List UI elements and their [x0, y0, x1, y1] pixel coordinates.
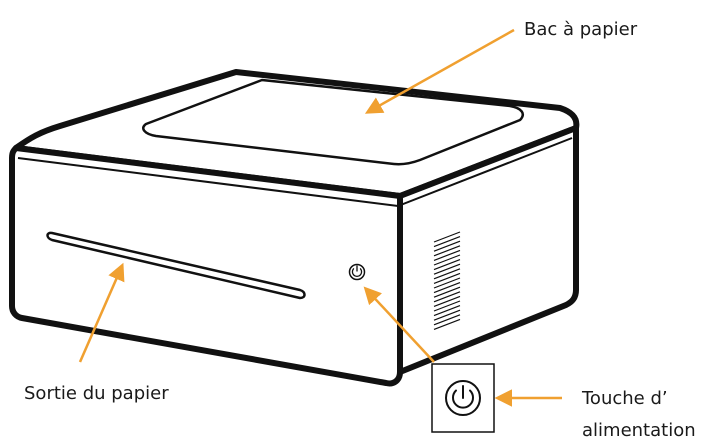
arrow-paper-tray	[364, 28, 515, 114]
grille-slat	[433, 291, 461, 303]
grille-slat	[433, 254, 461, 266]
label-paper-tray: Bac à papier	[524, 19, 638, 40]
grille-slat	[433, 300, 461, 312]
grille-slat	[433, 231, 461, 243]
grille-slat	[433, 263, 461, 275]
grille-slat	[433, 282, 461, 294]
grille-slat	[433, 314, 461, 326]
grille-slat	[433, 272, 461, 284]
power-button-on-printer[interactable]	[348, 263, 366, 281]
ventilation-grille	[433, 231, 461, 330]
grille-slat	[433, 277, 461, 289]
paper-tray-shape	[142, 78, 524, 166]
grille-slat	[433, 249, 461, 261]
grille-slat	[433, 295, 461, 307]
grille-slat	[433, 236, 461, 248]
power-button-inset	[431, 363, 495, 433]
arrow-paper-output	[78, 262, 125, 363]
printer-front-face	[9, 145, 403, 387]
grille-slat	[433, 268, 461, 280]
printer-top-rim	[17, 137, 573, 208]
label-paper-output: Sortie du papier	[24, 383, 169, 404]
grille-slat	[433, 305, 461, 317]
arrow-power-button	[363, 286, 435, 363]
grille-slat	[433, 318, 461, 330]
printer	[9, 69, 580, 387]
label-power-button-line1: Touche d’	[581, 388, 668, 409]
paper-output-slot	[46, 231, 306, 300]
grille-slat	[433, 309, 461, 321]
grille-slat	[433, 245, 461, 257]
grille-slat	[433, 240, 461, 252]
power-icon	[445, 380, 481, 416]
grille-slat	[433, 259, 461, 271]
label-power-button-line2: alimentation	[582, 420, 696, 441]
grille-slat	[433, 286, 461, 298]
